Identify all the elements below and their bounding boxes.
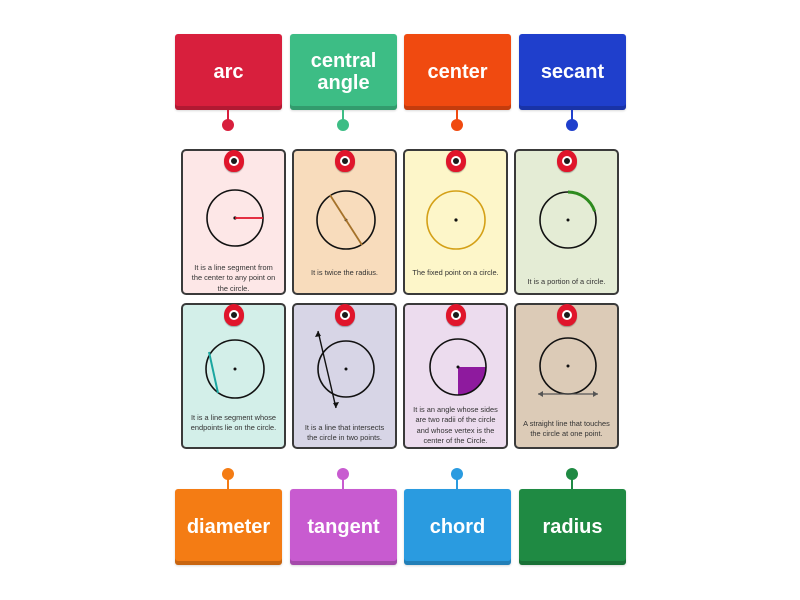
pin-icon bbox=[556, 304, 577, 326]
card-diameter-definition[interactable]: It is twice the radius. bbox=[292, 149, 397, 295]
label-text: diameter bbox=[186, 516, 271, 538]
card-description: The fixed point on a circle. bbox=[412, 268, 499, 277]
pin-icon bbox=[223, 150, 244, 172]
label-tile-central-angle[interactable]: central angle bbox=[290, 34, 397, 110]
card-description: It is twice the radius. bbox=[311, 268, 378, 277]
circle-arc-figure bbox=[539, 190, 597, 249]
card-arc-definition[interactable]: It is a portion of a circle. bbox=[514, 149, 619, 295]
card-secant-definition[interactable]: It is a line that intersects the circle … bbox=[292, 303, 397, 449]
connector-stem bbox=[227, 110, 229, 120]
pin-icon bbox=[334, 304, 355, 326]
label-text: arc bbox=[213, 61, 244, 83]
circle-central-angle-figure bbox=[429, 338, 487, 396]
pin-icon bbox=[556, 150, 577, 172]
label-text: chord bbox=[429, 516, 486, 538]
circle-diameter-figure bbox=[316, 190, 376, 250]
connector-dot bbox=[566, 119, 578, 131]
circle-chord-figure bbox=[205, 339, 265, 399]
card-radius-definition[interactable]: It is a line segment from the center to … bbox=[181, 149, 286, 295]
connector-stem bbox=[571, 479, 573, 489]
label-text: radius bbox=[542, 516, 603, 538]
connector-stem bbox=[342, 479, 344, 489]
connector-dot bbox=[337, 119, 349, 131]
card-description: It is an angle whose sides are two radii… bbox=[413, 405, 498, 446]
label-tile-chord[interactable]: chord bbox=[404, 489, 511, 565]
pin-icon bbox=[223, 304, 244, 326]
connector-dot bbox=[566, 468, 578, 480]
circle-tangent-figure bbox=[538, 337, 598, 397]
circle-radius-figure bbox=[206, 189, 264, 247]
label-tile-arc[interactable]: arc bbox=[175, 34, 282, 110]
connector-dot bbox=[337, 468, 349, 480]
connector-stem bbox=[227, 479, 229, 489]
label-tile-diameter[interactable]: diameter bbox=[175, 489, 282, 565]
connector-stem bbox=[571, 110, 573, 120]
connector-dot bbox=[451, 468, 463, 480]
connector-stem bbox=[456, 479, 458, 489]
card-description: It is a line segment whose endpoints lie… bbox=[190, 413, 277, 433]
pin-icon bbox=[445, 304, 466, 326]
card-central-angle-definition[interactable]: It is an angle whose sides are two radii… bbox=[403, 303, 508, 449]
connector-stem bbox=[342, 110, 344, 120]
card-description: It is a line that intersects the circle … bbox=[304, 423, 385, 443]
label-text: tangent bbox=[307, 516, 380, 538]
connector-dot bbox=[451, 119, 463, 131]
label-text: central angle bbox=[310, 50, 377, 94]
card-tangent-definition[interactable]: A straight line that touches the circle … bbox=[514, 303, 619, 449]
connector-dot bbox=[222, 119, 234, 131]
label-tile-radius[interactable]: radius bbox=[519, 489, 626, 565]
label-tile-center[interactable]: center bbox=[404, 34, 511, 110]
pin-icon bbox=[445, 150, 466, 172]
label-tile-tangent[interactable]: tangent bbox=[290, 489, 397, 565]
pin-icon bbox=[334, 150, 355, 172]
label-tile-secant[interactable]: secant bbox=[519, 34, 626, 110]
connector-stem bbox=[456, 110, 458, 120]
label-text: center bbox=[427, 61, 488, 83]
connector-dot bbox=[222, 468, 234, 480]
card-description: It is a portion of a circle. bbox=[527, 277, 606, 286]
card-chord-definition[interactable]: It is a line segment whose endpoints lie… bbox=[181, 303, 286, 449]
card-description: It is a line segment from the center to … bbox=[191, 263, 276, 293]
circle-center-figure bbox=[426, 190, 486, 250]
card-center-definition[interactable]: The fixed point on a circle. bbox=[403, 149, 508, 295]
label-text: secant bbox=[540, 61, 605, 83]
card-description: A straight line that touches the circle … bbox=[523, 419, 610, 439]
circle-secant-figure bbox=[315, 330, 375, 409]
